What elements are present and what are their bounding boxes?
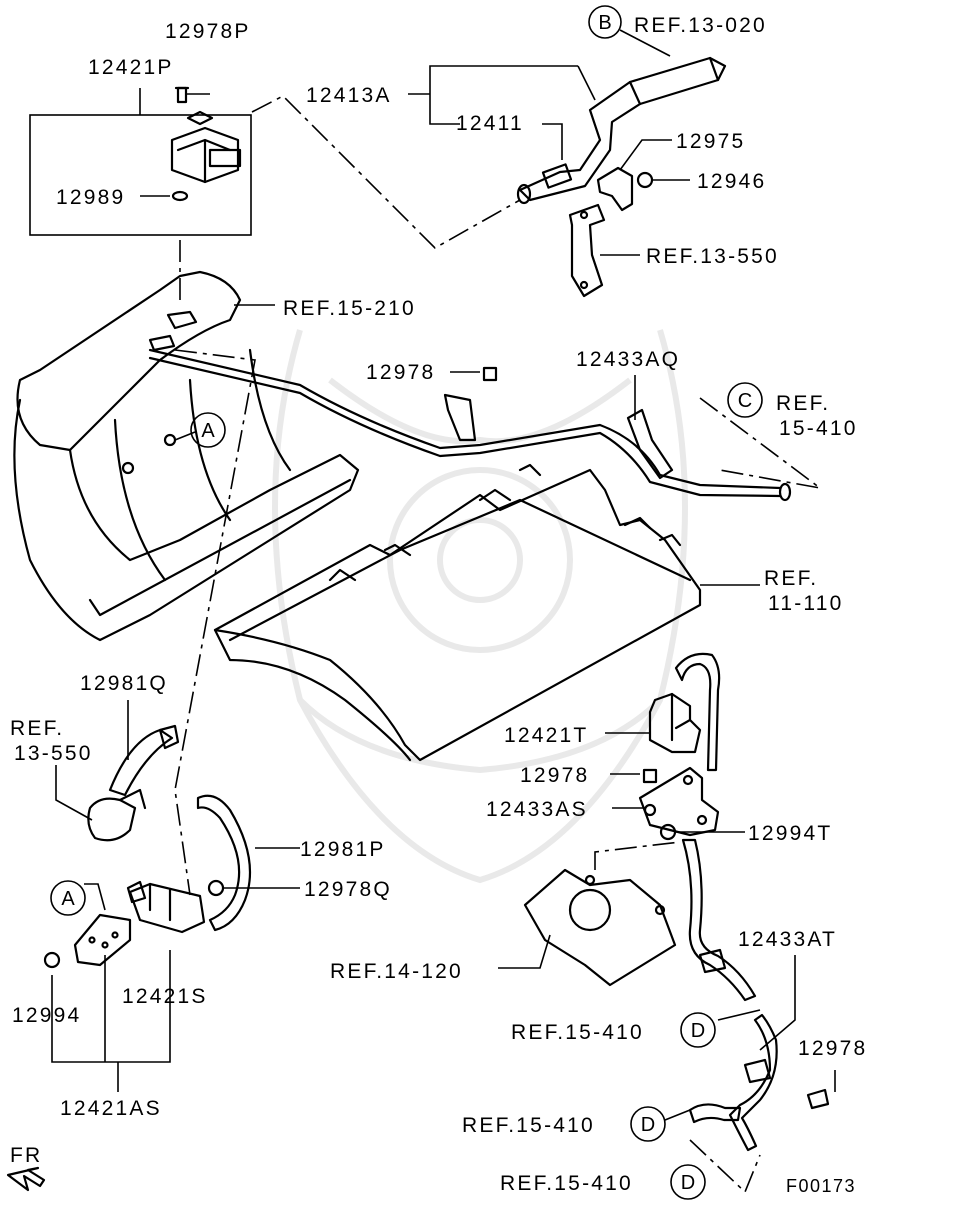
label-ref-11-110-line2: 11-110: [768, 592, 843, 615]
circle-callout-D-2: D: [630, 1106, 666, 1142]
rocker-cover: [213, 463, 760, 762]
label-12433AS: 12433AS: [486, 798, 588, 821]
label-ref-14-120: REF.14-120: [330, 960, 463, 983]
label-12994: 12994: [12, 1004, 81, 1027]
label-12421AS: 12421AS: [60, 1097, 162, 1120]
circle-callout-D-3: D: [670, 1164, 706, 1200]
label-12978Q: 12978Q: [304, 878, 392, 901]
circle-callout-D-1: D: [680, 1012, 716, 1048]
circle-callout-B: B: [588, 5, 622, 39]
label-12421P: 12421P: [88, 56, 174, 79]
solenoid-12421T: [605, 652, 721, 772]
label-ref-c-line1: REF.: [776, 392, 830, 415]
leader-dash-left: [174, 349, 256, 896]
bracket-12433AS: [610, 766, 745, 841]
vacuum-pipe-12433AQ: [148, 348, 821, 502]
svg-text:D: D: [691, 1020, 705, 1042]
figure-code: F00173: [786, 1176, 856, 1196]
label-ref-15-410-d3: REF.15-410: [500, 1172, 633, 1195]
svg-text:C: C: [738, 390, 752, 412]
leader-12411: [542, 123, 563, 160]
label-12978-mid: 12978: [520, 764, 589, 787]
svg-text:B: B: [598, 12, 611, 34]
hose-12981Q: [55, 700, 180, 842]
label-12975: 12975: [676, 130, 745, 153]
label-12411: 12411: [456, 112, 524, 135]
label-12981Q: 12981Q: [80, 672, 168, 695]
label-12978P: 12978P: [165, 20, 251, 43]
timing-cover-ref-14-120: [498, 841, 681, 987]
label-ref-13-550-left-line1: REF.: [10, 717, 64, 740]
label-ref-13-550-left-line2: 13-550: [14, 742, 93, 765]
label-12433AT: 12433AT: [738, 928, 837, 951]
svg-text:D: D: [681, 1172, 695, 1194]
label-12978-top: 12978: [366, 361, 435, 384]
label-fr: FR: [10, 1144, 42, 1167]
hose-12981P: [196, 794, 300, 932]
label-12421S: 12421S: [122, 985, 208, 1008]
solenoid-12421S: [43, 880, 206, 969]
hose-12413A: [516, 56, 727, 205]
label-ref-13-550-top: REF.13-550: [646, 245, 779, 268]
bracket-12975: [596, 139, 690, 212]
label-12421T: 12421T: [504, 724, 588, 747]
label-12994T: 12994T: [748, 822, 832, 845]
circle-callout-A-top: A: [190, 412, 226, 448]
bracket-ref-13-550: [568, 203, 640, 298]
label-12978-bottom: 12978: [798, 1037, 867, 1060]
label-ref-15-210: REF.15-210: [283, 297, 416, 320]
label-12946: 12946: [697, 170, 766, 193]
leader-12413A: [429, 65, 578, 125]
label-ref-11-110-line1: REF.: [764, 567, 818, 590]
label-12433AQ: 12433AQ: [576, 348, 680, 371]
circle-callout-A-bottom: A: [50, 880, 86, 916]
label-ref-c-line2: 15-410: [779, 417, 858, 440]
svg-text:A: A: [201, 420, 215, 442]
label-ref-15-410-d2: REF.15-410: [462, 1114, 595, 1137]
svg-text:A: A: [61, 888, 75, 910]
label-12981P: 12981P: [300, 838, 386, 861]
circle-callout-C: C: [727, 382, 763, 418]
label-ref-15-410-d1: REF.15-410: [511, 1021, 644, 1044]
svg-text:D: D: [641, 1114, 655, 1136]
assembly-12421P: [29, 86, 252, 300]
label-ref-13-020: REF.13-020: [634, 14, 767, 37]
label-12989: 12989: [56, 186, 125, 209]
leader-12421AS: [51, 950, 171, 1063]
fr-arrow-icon: [6, 1166, 46, 1192]
leader-12421P-to-12411: [251, 95, 521, 249]
intake-manifold: [13, 270, 360, 642]
pipe-12433AT: [681, 838, 836, 1152]
label-12413A: 12413A: [306, 84, 392, 107]
